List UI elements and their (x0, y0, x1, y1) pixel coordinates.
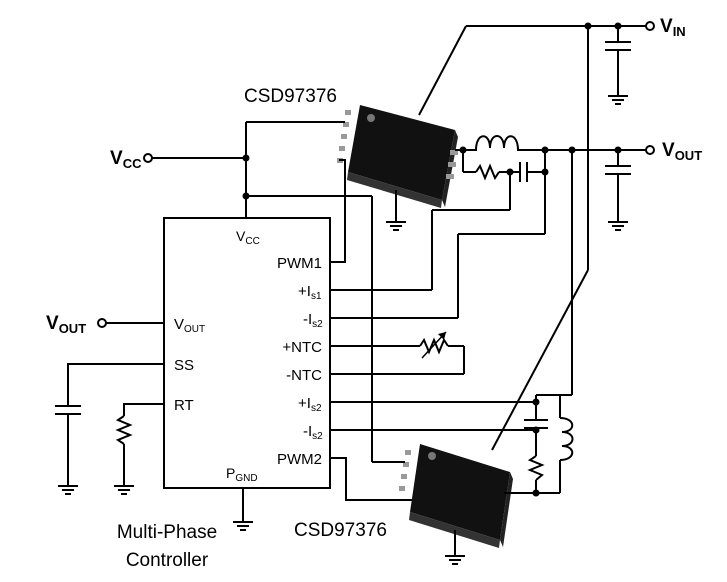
ntc-network (330, 331, 465, 375)
pin-ss: SS (174, 357, 194, 374)
pin-ntc-pos: +NTC (282, 339, 322, 356)
vcc-distribution (143, 121, 405, 463)
top-chip-label: CSD97376 (244, 86, 337, 107)
vin-terminal (645, 21, 655, 31)
vout-left-label: VOUT (46, 313, 86, 336)
controller-caption-line2: Controller (126, 550, 209, 571)
bottom-chip-label: CSD97376 (294, 520, 387, 541)
controller-caption-line1: Multi-Phase (117, 522, 217, 543)
vout-rail (536, 145, 655, 396)
pin-vcc: VCC (236, 228, 260, 247)
pin-vout: VOUT (174, 316, 205, 335)
vout-left-terminal (97, 318, 107, 328)
pin-pgnd: PGND (226, 465, 258, 484)
vout-terminal (645, 145, 655, 155)
bottom-phase-output-network (330, 395, 574, 565)
pin-is2-neg-b: -Is2 (303, 423, 323, 442)
pwm1-net (330, 159, 346, 263)
controller-left-nets (55, 318, 254, 531)
pin-pwm1: PWM1 (277, 255, 322, 272)
pin-rt: RT (174, 397, 194, 414)
pin-is2-pos: +Is2 (298, 395, 322, 414)
vcc-label: VCC (110, 148, 142, 171)
top-phase-output-network (330, 135, 549, 319)
vcc-terminal (143, 153, 153, 163)
vout-right-label: VOUT (662, 140, 702, 163)
pin-ntc-neg: -NTC (286, 367, 322, 384)
top-power-stage-chip (337, 105, 458, 208)
pin-is2-neg-a: -Is2 (303, 311, 323, 330)
pin-is1-pos: +Is1 (298, 283, 322, 302)
vin-label: VIN (660, 16, 686, 39)
vin-rail (418, 21, 655, 451)
pin-pwm2: PWM2 (277, 451, 322, 468)
